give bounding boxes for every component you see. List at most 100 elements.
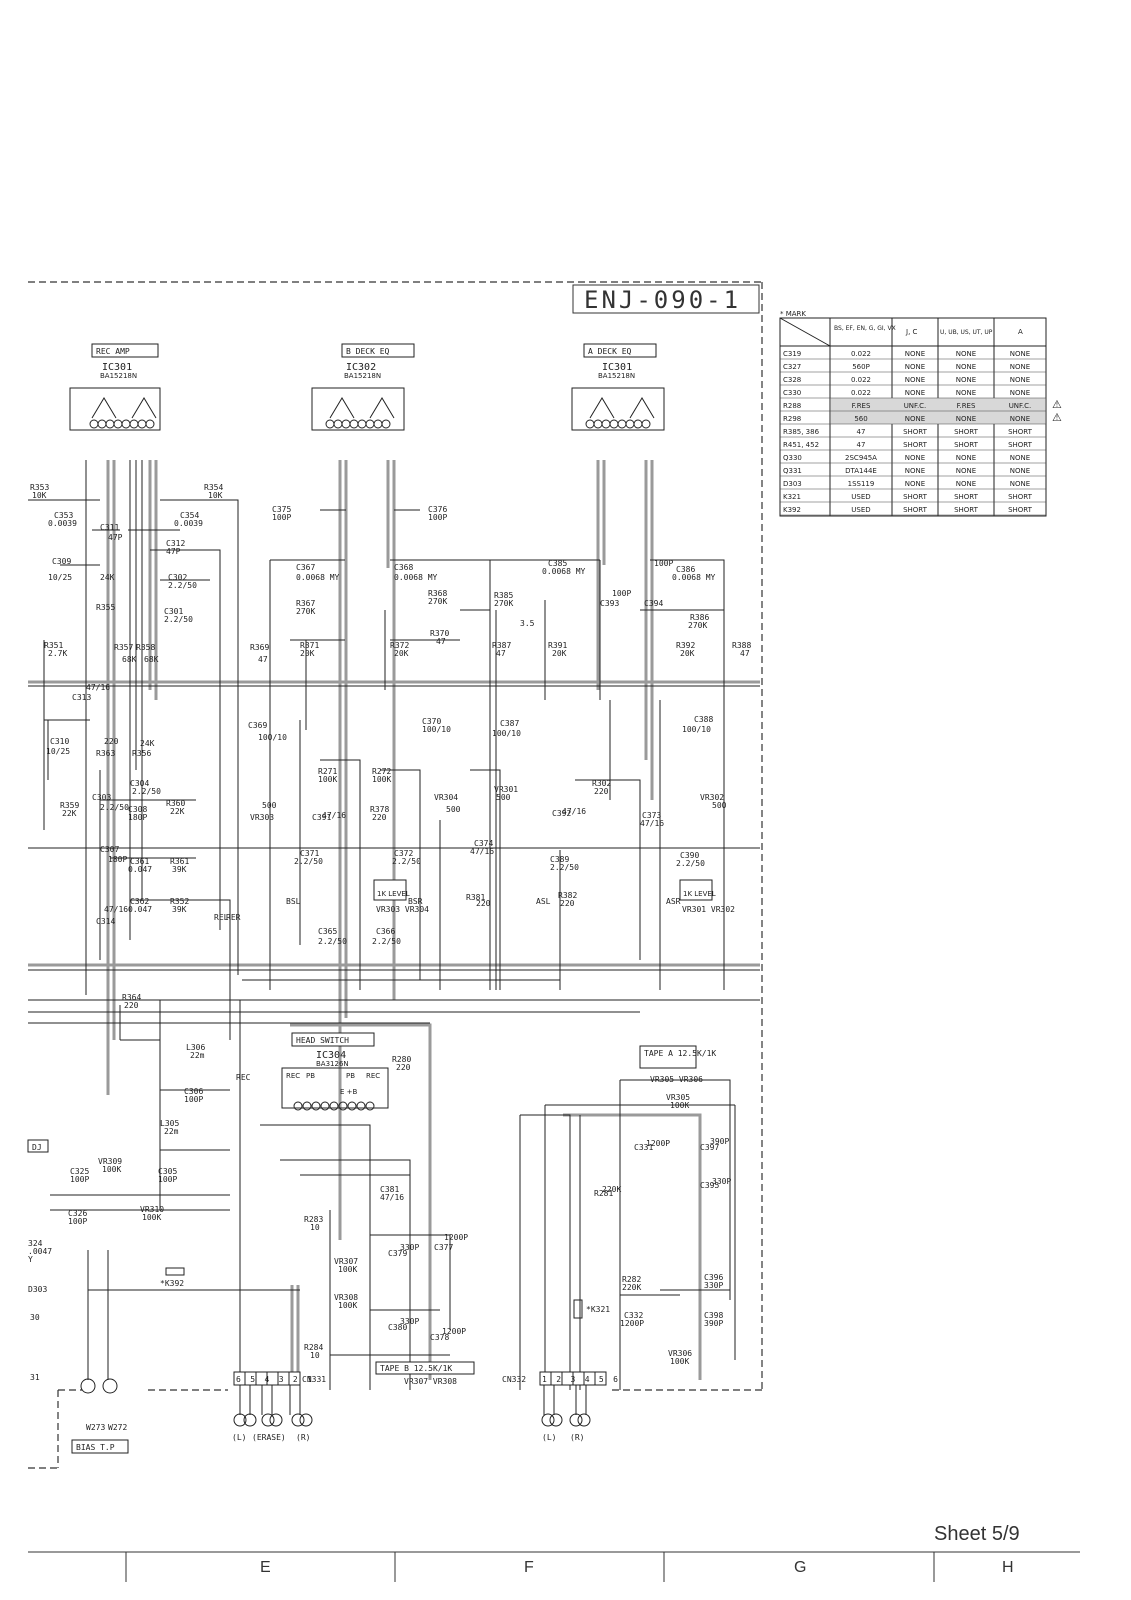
- c307-value: 180P: [108, 855, 127, 864]
- r282-label: R282: [622, 1275, 641, 1284]
- r391-value: 20K: [552, 649, 567, 658]
- block-a-deck-label: A DECK EQ: [588, 347, 632, 356]
- vr305-label: VR305: [666, 1093, 690, 1102]
- c397-value: 390P: [710, 1137, 729, 1146]
- c310-value: 10/25: [46, 747, 70, 756]
- c393-value: 100P: [612, 589, 631, 598]
- r356-value: 24K: [140, 739, 155, 748]
- mark-cell: SHORT: [903, 428, 928, 436]
- vr307-308-label: VR307 VR308: [404, 1377, 457, 1386]
- vr302-label: VR302: [700, 793, 724, 802]
- r368-label: R368: [428, 589, 447, 598]
- vr304-value: 500: [446, 805, 461, 814]
- c386-label: C386: [676, 565, 695, 574]
- mark-cell: NONE: [956, 350, 976, 358]
- c377-value: 1200P: [444, 1233, 468, 1242]
- c331-value: 1200P: [646, 1139, 670, 1148]
- r364-value: 220: [124, 1001, 139, 1010]
- r302-value: 220: [594, 787, 609, 796]
- component-labels: R353 10K C353 0.0039 R354 10K C354 0.003…: [27, 483, 751, 1454]
- c375-value: 100P: [272, 513, 291, 522]
- c388-label: C388: [694, 715, 713, 724]
- hs-rec2: REC: [366, 1072, 380, 1080]
- r272-label: R272: [372, 767, 391, 776]
- r352-label: R352: [170, 897, 189, 906]
- mark-cell: NONE: [1010, 467, 1030, 475]
- c379-label: C379: [388, 1249, 407, 1258]
- r356-label: R356: [132, 749, 151, 758]
- block-b-deck-label: B DECK EQ: [346, 347, 390, 356]
- r271-value: 100K: [318, 775, 337, 784]
- r388-label: R388: [732, 641, 751, 650]
- rec-amp-block: REC AMP IC301 BA15218N: [69, 343, 161, 431]
- c368-label: C368: [394, 563, 413, 572]
- mark-cell: 0.022: [851, 376, 871, 384]
- r284-label: R284: [304, 1343, 323, 1352]
- r351-label: R351: [44, 641, 63, 650]
- mark-cell: SHORT: [954, 506, 979, 514]
- r283-value: 10: [310, 1223, 320, 1232]
- mark-cell: 1SS119: [848, 480, 875, 488]
- mark-header-0: BS, EF, EN, G, GI, VX: [834, 325, 896, 332]
- c381-value: 47/16: [380, 1193, 404, 1202]
- c314-label: C314: [96, 917, 115, 926]
- mark-cell: C328: [783, 376, 801, 384]
- r372-value: 20K: [394, 649, 409, 658]
- ic304-label: IC304: [316, 1050, 346, 1061]
- mark-cell: SHORT: [954, 428, 979, 436]
- rec-label: REC: [236, 1073, 251, 1082]
- r369-label: R369: [250, 643, 269, 652]
- r388-value: 47: [740, 649, 750, 658]
- c324-y: Y: [28, 1255, 33, 1264]
- c373-label: C373: [642, 811, 661, 820]
- vr308-label: VR308: [334, 1293, 358, 1302]
- n30-label: 30: [30, 1313, 40, 1322]
- c310-label: C310: [50, 737, 69, 746]
- c373-value: 47/16: [640, 819, 664, 828]
- c309-value: 10/25: [48, 573, 72, 582]
- r370-label: R370: [430, 629, 449, 638]
- r359-value: 22K: [62, 809, 77, 818]
- r371-label: R371: [300, 641, 319, 650]
- mark-cell: NONE: [905, 389, 925, 397]
- r282-value: 220K: [622, 1283, 641, 1292]
- vr303-304-label: VR303 VR304: [376, 905, 429, 914]
- n31-label: 31: [30, 1373, 40, 1382]
- mark-cell: R451, 452: [783, 441, 819, 449]
- ic302-label: IC302: [346, 362, 376, 373]
- hs-eb: E +B: [340, 1088, 358, 1096]
- r385-label: R385: [494, 591, 513, 600]
- c370-value: 100/10: [422, 725, 451, 734]
- b-level-label: 1K LEVEL: [377, 890, 410, 898]
- ic304-pins: [293, 1101, 375, 1111]
- mark-cell: SHORT: [954, 441, 979, 449]
- mark-table-title: * MARK: [780, 310, 806, 318]
- c371-value: 2.2/50: [294, 857, 323, 866]
- mark-cell: NONE: [905, 467, 925, 475]
- vr304-label: VR304: [434, 793, 458, 802]
- r272-value: 100K: [372, 775, 391, 784]
- r382-label: R382: [558, 891, 577, 900]
- r302-label: R302: [592, 779, 611, 788]
- mark-cell: SHORT: [1008, 493, 1033, 501]
- asl-label: ASL: [536, 897, 551, 906]
- mark-cell: NONE: [1010, 376, 1030, 384]
- vr303-value: 500: [262, 801, 277, 810]
- mark-cell: NONE: [1010, 480, 1030, 488]
- c301-label: C301: [164, 607, 183, 616]
- c368-value: 0.0068 MY: [394, 573, 438, 582]
- column-h: H: [1002, 1559, 1014, 1576]
- wiring: [28, 460, 760, 1390]
- r355-label: R355: [96, 603, 115, 612]
- c379-value: 330P: [400, 1243, 419, 1252]
- mark-cell: NONE: [956, 363, 976, 371]
- mark-cell: C327: [783, 363, 801, 371]
- dj-label: DJ: [32, 1143, 42, 1152]
- c324-label: 324: [28, 1239, 43, 1248]
- r392-label: R392: [676, 641, 695, 650]
- r387-label: R387: [492, 641, 511, 650]
- c372-value: 2.2/50: [392, 857, 421, 866]
- hs-pb1: PB: [306, 1072, 315, 1080]
- w272-label: W272: [108, 1423, 127, 1432]
- a-deck-eq-block: A DECK EQ IC301 BA15218N: [571, 343, 665, 431]
